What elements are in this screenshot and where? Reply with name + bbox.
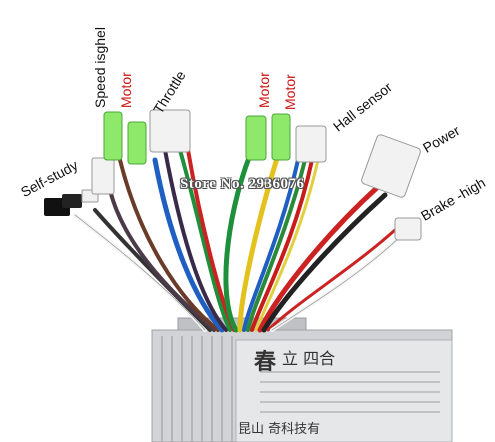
label-speed: Speed isghel [92, 27, 108, 108]
speed-connector [103, 111, 123, 161]
self-study-connector [44, 189, 99, 216]
brake-connector [394, 217, 422, 241]
label-motor-3: Motor [282, 74, 298, 110]
label-motor-1: Motor [118, 72, 134, 108]
motor-connector-2 [271, 113, 291, 161]
controller-housing [151, 317, 453, 442]
wire-bundle [73, 148, 404, 333]
controller-label-line1: 立 四合 [282, 349, 336, 368]
controller-label-line3: 昆山 奇科技有 [238, 422, 321, 437]
store-watermark: Store No. 2936076 [180, 176, 305, 192]
hall-sensor-connector [295, 125, 327, 163]
white-connector-small [91, 157, 115, 195]
throttle-connector [127, 109, 191, 165]
label-motor-2: Motor [256, 72, 272, 108]
controller-label-line2: 春 [254, 350, 277, 375]
motor-connector-1 [245, 115, 267, 161]
power-connector [361, 134, 421, 198]
